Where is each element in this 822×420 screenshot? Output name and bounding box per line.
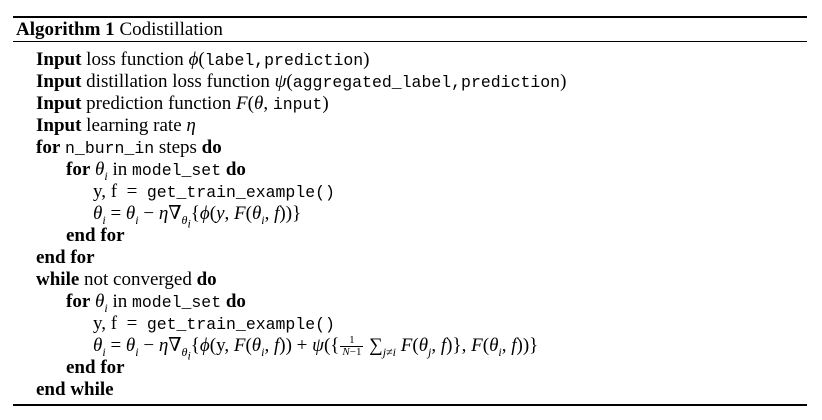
in-text: in [112,291,128,312]
psi-symbol: ψ [274,71,287,92]
model-set-var: model_set [131,161,222,180]
input-keyword: Input [36,93,82,114]
train-example-line-2: y, f = get_train_example() [93,313,335,334]
for-model-line-1: for θi in model_set do [66,159,246,183]
end-for-keyword: end for [66,357,125,378]
algorithm-top-rule [13,16,807,18]
end-while-line: end while [36,379,114,401]
yf-text: y, f [93,181,118,202]
prediction-fn: F [236,93,248,114]
get-train-example-call: get_train_example() [146,315,335,334]
phi-symbol: ϕ [188,49,199,70]
update-line-1: θi = θi − η∇θi{ϕ(y, F(θi, f))} [93,203,302,231]
loss-args: label,prediction [204,51,364,70]
end-for-keyword: end for [36,247,95,268]
for-keyword: for [36,137,61,158]
for-model-line-2: for θi in model_set do [66,291,246,315]
train-example-line-1: y, f = get_train_example() [93,181,335,202]
input-desc: prediction function [86,93,232,114]
for-keyword: for [66,159,91,180]
while-line: while not converged do [36,269,217,291]
input-prediction-line: Input prediction function F(θ, input) [36,93,329,114]
in-text: in [112,159,128,180]
not-converged-text: not converged [84,269,192,290]
input-arg: input [272,95,323,114]
get-train-example-call: get_train_example() [146,183,335,202]
algorithm-caption: Algorithm 1 Codistillation [16,18,223,41]
input-desc: distillation loss function [86,71,270,92]
do-keyword: do [201,137,222,158]
burn-in-var: n_burn_in [65,139,155,158]
algorithm-bottom-rule [13,404,807,406]
distill-args: aggregated_label,prediction [292,73,561,92]
while-keyword: while [36,269,80,290]
input-keyword: Input [36,71,82,92]
do-keyword: do [225,159,246,180]
for-keyword: for [66,291,91,312]
input-loss-line: Input loss function ϕ(label,prediction) [36,49,370,70]
input-desc: loss function [86,49,184,70]
input-keyword: Input [36,115,82,136]
input-keyword: Input [36,49,82,70]
input-distill-line: Input distillation loss function ψ(aggre… [36,71,567,92]
do-keyword: do [225,291,246,312]
end-for-line-1: end for [66,225,125,247]
yf-text: y, f [93,313,118,334]
end-for-line-3: end for [66,357,125,379]
for-burn-in-line: for n_burn_in steps do [36,137,222,160]
input-desc: learning rate [86,115,182,136]
eta-symbol: η [186,115,196,136]
algorithm-label: Algorithm 1 [16,19,115,40]
input-lr-line: Input learning rate η [36,115,196,137]
algorithm-title: Codistillation [119,19,223,40]
end-for-line-2: end for [36,247,95,269]
end-while-keyword: end while [36,379,114,400]
model-set-var: model_set [131,293,222,312]
steps-text: steps [158,137,197,158]
end-for-keyword: end for [66,225,125,246]
algorithm-caption-rule [13,41,807,42]
do-keyword: do [196,269,217,290]
